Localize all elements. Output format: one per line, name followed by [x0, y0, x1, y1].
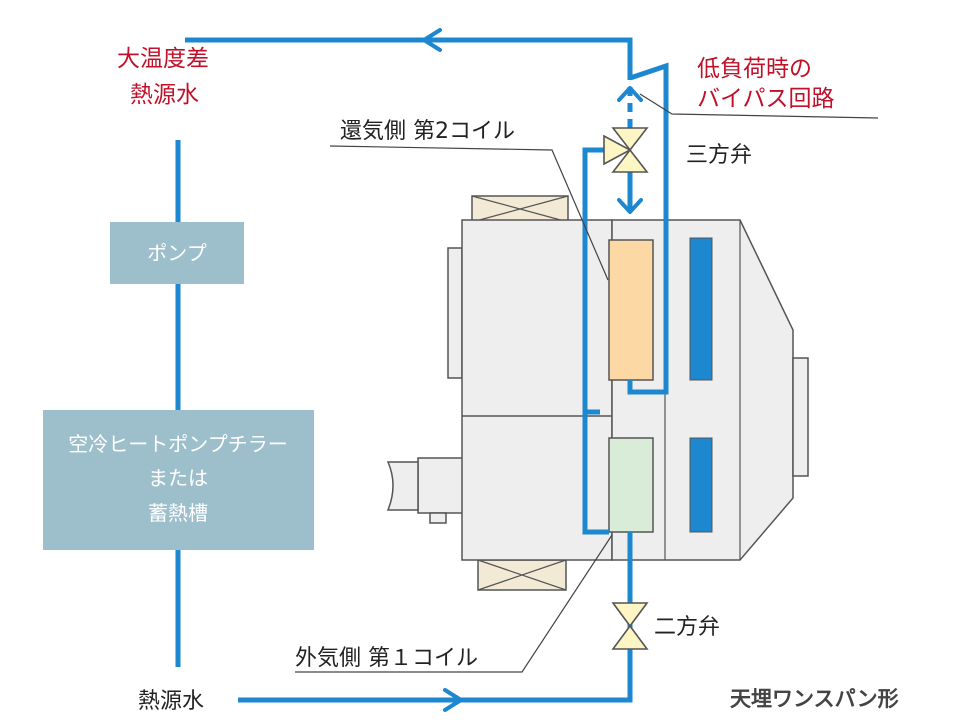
leader-coil1: [295, 534, 613, 673]
heat-source-box: [43, 410, 314, 550]
large-temp-diff-label-1: 大温度差: [117, 46, 209, 72]
unit-casing-left: [461, 219, 613, 561]
heat-source-label-3: 蓄熱槽: [148, 501, 208, 525]
pipe-riser-to-valve: [582, 147, 610, 412]
large-temp-diff-label-2: 熱源水: [130, 82, 199, 108]
three-way-valve-icon: [603, 127, 649, 173]
pump-box: [110, 222, 244, 284]
two-way-valve-icon: [611, 602, 649, 650]
motor-shaft: [386, 461, 419, 511]
lower-vent: [689, 437, 713, 533]
three-way-valve-label: 三方弁: [686, 143, 752, 168]
leader-bypass: [639, 93, 879, 119]
unit-type-label: 天埋ワンスパン形: [730, 687, 899, 711]
arrow-bottom-right: [443, 688, 463, 712]
bypass-label-1: 低負荷時の: [697, 56, 812, 82]
heat-source-label-1: 空冷ヒートポンプチラー: [68, 432, 287, 456]
arrow-bypass-up: [617, 86, 643, 102]
heat-source-water-label: 熱源水: [138, 689, 204, 714]
bottom-flange-cross-b: [477, 559, 567, 591]
leader-coil2: [329, 145, 609, 281]
flow-arrows: [422, 28, 643, 712]
left-side-panel: [447, 247, 463, 379]
motor-housing: [417, 457, 465, 514]
heat-source-label-2: または: [148, 466, 208, 490]
bypass-label-2: バイパス回路: [697, 86, 835, 112]
coil-1: [608, 437, 654, 533]
outside-air-coil-label: 外気側 第１コイル: [295, 646, 478, 671]
motor-foot: [429, 512, 447, 524]
leader-lines: [295, 93, 879, 673]
pipe-bottom-supply: [238, 532, 633, 703]
two-way-valve-label: 二方弁: [654, 615, 720, 640]
pump-label: ポンプ: [147, 241, 206, 265]
coil-2: [608, 239, 654, 381]
upper-vent: [689, 237, 713, 381]
arrow-top-left: [422, 28, 442, 52]
arrow-down-to-coil: [617, 198, 643, 214]
pipe-bypass-loop: [627, 62, 669, 395]
right-discharge-panel: [792, 357, 809, 477]
pipe-coil-crossover: [582, 409, 609, 535]
return-air-coil-label: 還気側 第2コイル: [340, 119, 515, 144]
top-flange-cross-b: [471, 195, 569, 223]
pipe-top-return: [185, 37, 633, 80]
